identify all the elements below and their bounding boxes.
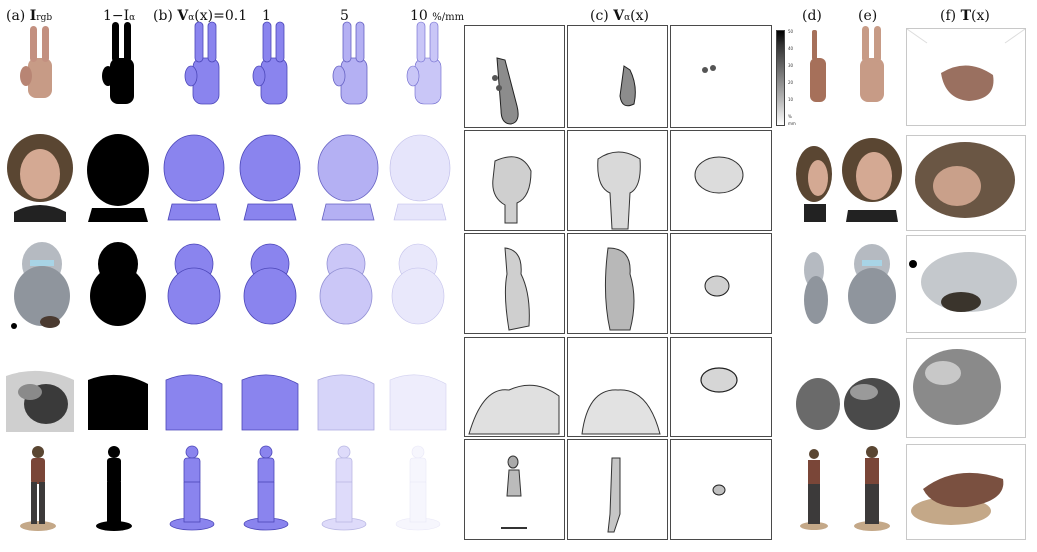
header-v5: 5 [340, 8, 349, 24]
colorbar-tick-40: 40 [788, 46, 794, 51]
slice-person-front [464, 439, 565, 540]
slice-plush-side [567, 233, 668, 334]
view-e-head [842, 138, 902, 222]
slice-head-front [464, 130, 565, 231]
slice-plush-top [670, 233, 772, 334]
view-d-hand [810, 30, 826, 102]
view-d-person [800, 449, 828, 530]
view-d-plush [804, 252, 828, 324]
volume-box-plush [906, 235, 1026, 333]
volume-box-head [906, 135, 1026, 231]
header-v1: 1 [262, 8, 271, 24]
header-alpha: 1−Iα [103, 8, 136, 24]
colorbar-unit-mm: mm [788, 121, 796, 126]
novel-view-columns [796, 26, 902, 531]
view-e-person [854, 446, 890, 531]
colorbar [776, 30, 785, 126]
slice-head-side [567, 130, 668, 231]
slice-scan-side [567, 337, 668, 437]
volume-box-person [906, 444, 1026, 540]
header-b: (b) Vα(x)=0.1 [153, 8, 248, 24]
view-e-scan [844, 378, 900, 430]
colorbar-tick-10: 10 [788, 97, 794, 102]
slice-person-top [670, 439, 772, 540]
view-e-plush [848, 244, 896, 324]
header-e: (e) [858, 8, 878, 24]
slice-scan-top [670, 337, 772, 437]
colorbar-tick-20: 20 [788, 80, 794, 85]
rgb-column [6, 26, 74, 531]
slice-hand-top [670, 25, 772, 128]
header-a: (a) Irgb [6, 8, 53, 24]
alpha-hand-silhouette [102, 22, 134, 104]
alpha-plush-silhouette [90, 242, 146, 326]
rgb-plush-image [11, 242, 70, 329]
volume-box-scan [906, 338, 1026, 438]
view-e-hand [860, 26, 884, 102]
mesh-columns [163, 21, 451, 531]
colorbar-tick-50: 50 [788, 29, 794, 34]
colorbar-unit-pct: % [788, 114, 792, 119]
header-c: (c) Vα(x) [590, 8, 649, 24]
view-d-scan [796, 378, 840, 430]
view-d-head [796, 146, 832, 222]
slice-plush-front [464, 233, 565, 334]
header-f: (f) T(x) [940, 8, 990, 24]
rgb-scan-image [6, 370, 74, 432]
alpha-head-silhouette [87, 134, 149, 222]
alpha-column [87, 22, 149, 531]
colorbar-tick-30: 30 [788, 63, 794, 68]
mesh-col-0p1 [163, 21, 225, 531]
rgb-hand-image [20, 26, 52, 98]
slice-head-top [670, 130, 772, 231]
slice-hand-side [567, 25, 668, 128]
volume-box-hand [906, 28, 1026, 126]
slice-scan-front [464, 337, 565, 437]
alpha-person-silhouette [96, 446, 132, 531]
header-v10: 10 %/mm [410, 8, 465, 24]
slice-hand-front [464, 25, 565, 128]
slice-person-side [567, 439, 668, 540]
mesh-col-5 [317, 21, 379, 531]
header-d: (d) [802, 8, 822, 24]
rgb-head-image [7, 134, 73, 222]
rgb-person-image [20, 446, 56, 531]
alpha-scan-silhouette [88, 374, 148, 430]
mesh-col-10 [389, 21, 451, 531]
unit-label: %/mm [432, 12, 465, 23]
mesh-col-1 [239, 21, 301, 531]
